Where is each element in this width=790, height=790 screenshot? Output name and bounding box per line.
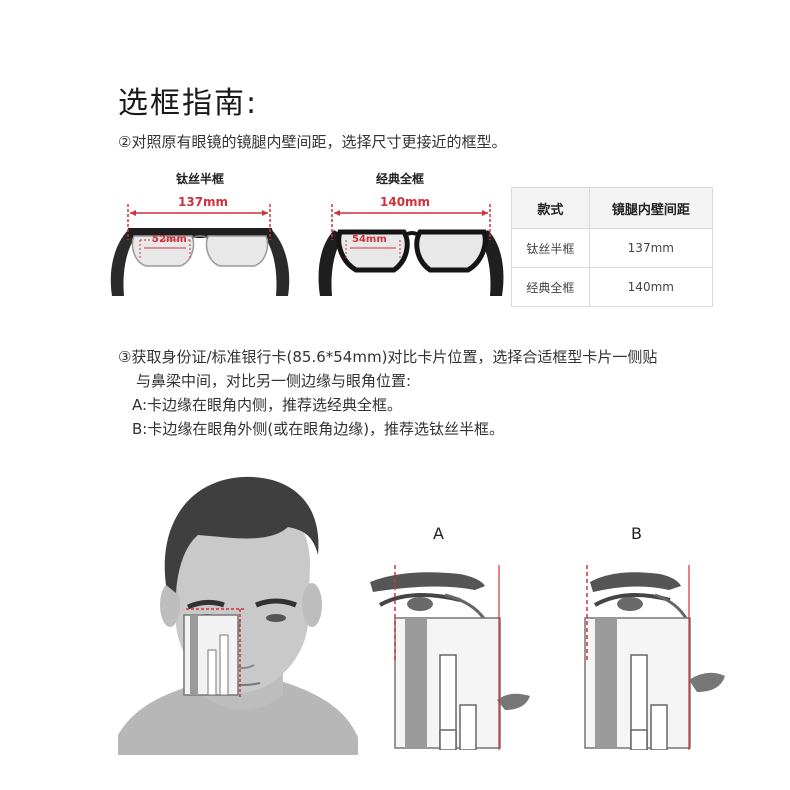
table-row: 钛丝半框 137mm [511, 228, 714, 268]
step3-instruction: ③获取身份证/标准银行卡(85.6*54mm)对比卡片位置，选择合适框型卡片一侧… [118, 345, 657, 441]
spec-table: 款式 镜腿内壁间距 钛丝半框 137mm 经典全框 140mm [511, 187, 714, 307]
glasses-2-temple-width: 140mm [380, 195, 431, 209]
glasses-1-image [110, 204, 290, 296]
step3-line: 与鼻梁中间，对比另一侧边缘与眼角位置: [136, 372, 412, 390]
table-header-row: 款式 镜腿内壁间距 [511, 187, 714, 229]
step3-line: ③获取身份证/标准银行卡(85.6*54mm)对比卡片位置，选择合适框型卡片一侧… [118, 348, 658, 366]
table-row: 经典全框 140mm [511, 267, 714, 307]
label-b: B [631, 524, 642, 543]
table-cell: 137mm [588, 228, 714, 268]
table-cell: 钛丝半框 [511, 228, 590, 268]
step2-instruction: ②对照原有眼镜的镜腿内壁间距，选择尺寸更接近的框型。 [118, 133, 507, 151]
glasses-1-temple-width: 137mm [178, 195, 229, 209]
panel-b-illustration [584, 565, 725, 750]
step3-line: B:卡边缘在眼角外侧(或在眼角边缘)，推荐选钛丝半框。 [132, 420, 505, 438]
page-title: 选框指南: [118, 86, 259, 121]
table-header-style: 款式 [511, 187, 590, 229]
face-illustration [118, 476, 358, 755]
step3-line: A:卡边缘在眼角内侧，推荐选经典全框。 [132, 396, 403, 414]
glasses-illustrations [110, 204, 504, 296]
panel-a-illustration [370, 565, 530, 750]
glasses-1-label: 钛丝半框 [175, 172, 224, 186]
glasses-2-lens-width: 54mm [352, 234, 387, 245]
table-header-distance: 镜腿内壁间距 [588, 187, 714, 229]
glasses-2-label: 经典全框 [375, 172, 424, 186]
label-a: A [433, 524, 444, 543]
table-cell: 140mm [588, 267, 714, 307]
glasses-2-image [318, 204, 504, 296]
table-cell: 经典全框 [511, 267, 590, 307]
glasses-1-lens-width: 52mm [152, 234, 187, 245]
